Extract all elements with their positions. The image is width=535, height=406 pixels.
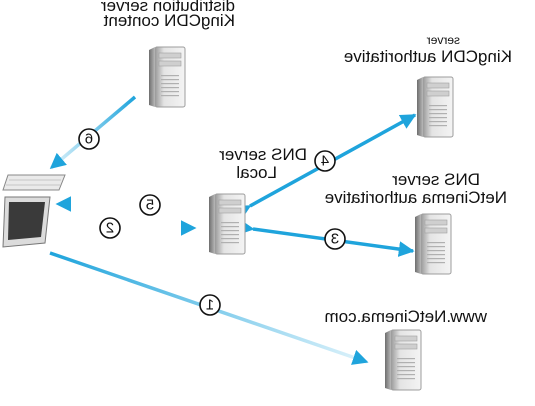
- step-number-1: 1: [206, 297, 214, 314]
- content-server-label-line2: distribution server: [100, 0, 235, 15]
- step-badge-5: [139, 194, 161, 216]
- www-server-icon: [384, 329, 422, 391]
- netcinema-auth-label-line1: NetCinema authoritative: [325, 188, 507, 207]
- step-number-6: 6: [85, 131, 93, 148]
- step-badge-2: [99, 217, 121, 239]
- content-server-icon: [148, 46, 186, 108]
- step-badge-1: [199, 294, 221, 316]
- www-server-label: www.NetCinema.com: [325, 307, 489, 326]
- step-badge-6: [78, 128, 100, 150]
- client-computer-icon: [2, 174, 66, 248]
- step-badge-3: [324, 228, 346, 250]
- step-number-3: 3: [331, 231, 339, 248]
- netcinema-auth-server-icon: [414, 213, 452, 275]
- step-badge-4: [314, 150, 336, 172]
- step-number-2: 2: [106, 220, 114, 237]
- cdn-auth-label-line1: KingCDN authoritative: [344, 47, 512, 66]
- netcinema-auth-label-line2: DNS server: [392, 170, 480, 189]
- step-number-4: 4: [321, 153, 329, 170]
- local-dns-label-line1: Local: [236, 163, 277, 182]
- cdn-auth-server-icon: [416, 76, 454, 138]
- step-number-5: 5: [146, 197, 154, 214]
- content-server-label-line1: KingCDN content: [103, 11, 235, 30]
- local-dns-label-line2: DNS server: [219, 145, 307, 164]
- cdn-auth-label-line2: server: [427, 33, 460, 47]
- local-dns-server-icon: [208, 193, 246, 255]
